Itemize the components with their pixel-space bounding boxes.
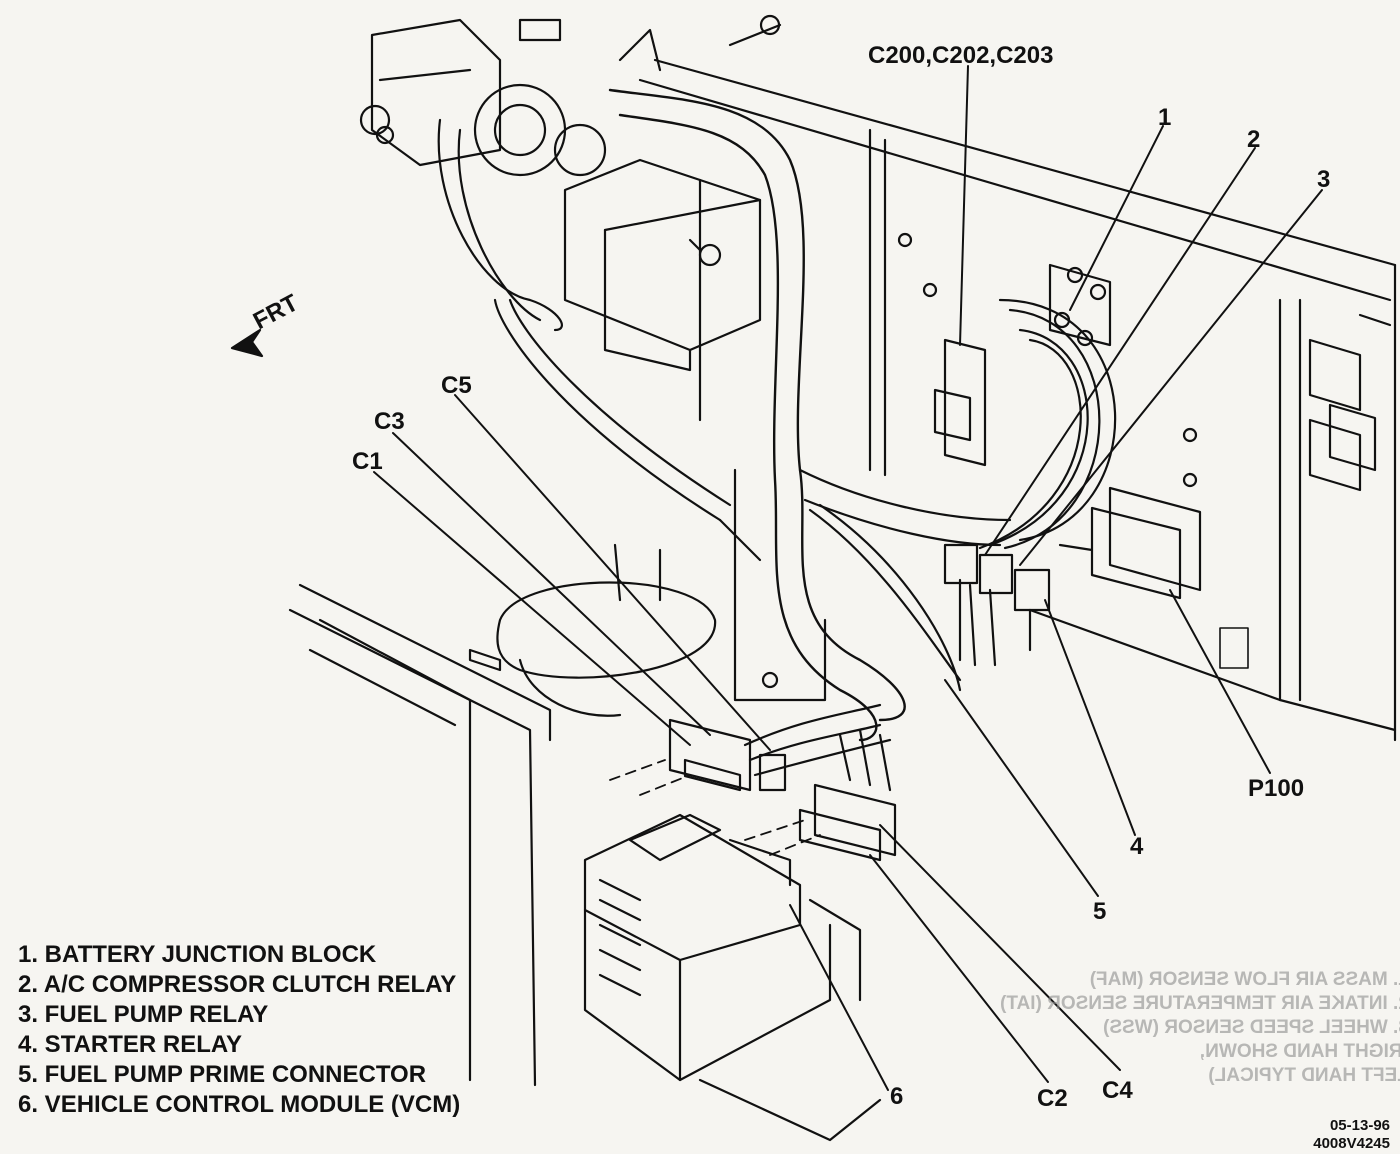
stamp-code: 4008V4245	[1313, 1135, 1390, 1152]
bleed-line-2: 2. INTAKE AIR TEMPERATURE SENSOR (IAT)	[1000, 993, 1400, 1014]
figure-stamp: 05-13-96 4008V4245	[1290, 1117, 1390, 1153]
battery-junction-block	[1048, 263, 1112, 347]
callout-5: 5	[1093, 898, 1107, 925]
leader-lines	[373, 65, 1323, 1091]
vehicle-control-module	[583, 813, 882, 1142]
front-direction-arrow	[230, 328, 264, 358]
stamp-date: 05-13-96	[1329, 1117, 1390, 1134]
callout-2: 2	[1247, 126, 1261, 153]
bleed-line-3: 3. WHEEL SPEED SENSOR (WSS)	[1103, 1017, 1400, 1038]
callout-p100: P100	[1248, 775, 1305, 802]
callout-c3: C3	[374, 408, 405, 435]
callout-6: 6	[890, 1083, 904, 1110]
callout-4: 4	[1130, 833, 1144, 860]
inner-fender	[288, 468, 827, 1087]
mating-lines	[609, 759, 821, 856]
legend: 1. BATTERY JUNCTION BLOCK 2. A/C COMPRES…	[18, 940, 460, 1120]
callout-1: 1	[1158, 104, 1172, 131]
mounting-bracket	[563, 158, 762, 372]
bleed-through-text: 1. MASS AIR FLOW SENSOR (MAF) 2. INTAKE …	[1000, 968, 1400, 1088]
relay-cluster	[943, 543, 1051, 667]
bleed-line-4: (RIGHT HAND SHOWN,	[1199, 1041, 1400, 1062]
legend-item-1: 1. BATTERY JUNCTION BLOCK	[18, 941, 377, 968]
relay-panel	[638, 58, 1397, 742]
callout-c4: C4	[1102, 1077, 1133, 1104]
legend-item-3: 3. FUEL PUMP RELAY	[18, 1001, 269, 1028]
legend-item-2: 2. A/C COMPRESSOR CLUTCH RELAY	[18, 971, 457, 998]
legend-item-4: 4. STARTER RELAY	[18, 1031, 243, 1058]
callout-c2: C2	[1037, 1085, 1068, 1112]
callout-c1: C1	[352, 448, 383, 475]
bleed-line-5: LEFT HAND TYPICAL)	[1208, 1065, 1400, 1086]
legend-item-5: 5. FUEL PUMP PRIME CONNECTOR	[18, 1061, 427, 1088]
callout-c200-group: C200,C202,C203	[868, 42, 1054, 69]
callout-c5: C5	[441, 372, 472, 399]
bleed-line-1: 1. MASS AIR FLOW SENSOR (MAF)	[1089, 969, 1400, 990]
wiring-harness	[437, 88, 1117, 742]
vcm-connectors-left	[668, 703, 892, 792]
booster-assembly	[359, 14, 782, 177]
vcm-connectors-right	[798, 728, 897, 862]
callout-3: 3	[1317, 166, 1331, 193]
p100-connector	[1058, 486, 1202, 600]
legend-item-6: 6. VEHICLE CONTROL MODULE (VCM)	[18, 1091, 461, 1118]
